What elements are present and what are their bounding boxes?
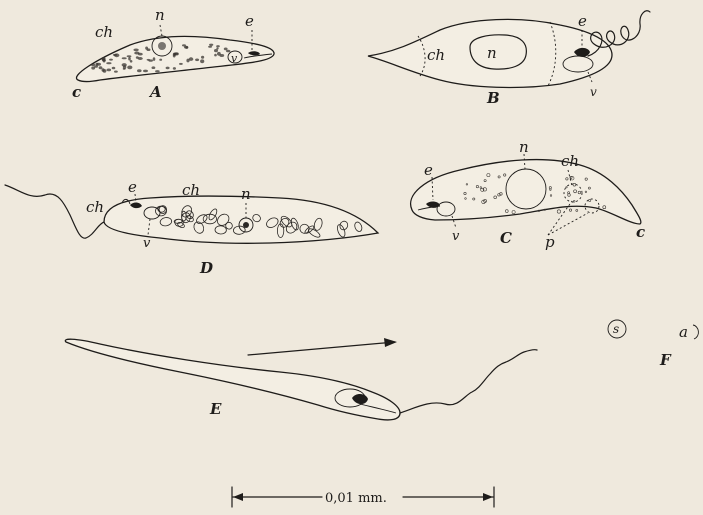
scale-bar-label: 0,01 mm. [325,491,387,506]
figure-d-label-e: e [128,178,137,196]
figure-a-label-c: c [72,83,81,101]
figure-c-cell [411,160,641,224]
figure-c-label-c: c [636,223,645,241]
figure-e-flagellum [400,350,537,413]
figure-a-label-n: n [155,6,165,24]
figure-e-direction-arrow [248,342,395,355]
figure-f-caption: F [659,351,672,369]
figure-b-caption: B [486,89,500,107]
figure-b-label-ch: ch [427,46,445,64]
figure-a-label-ch: ch [95,23,113,41]
figure-a-label-e: e [245,12,254,30]
figure-a-cell [77,36,275,82]
figure-c-label-e: e [424,161,433,179]
figure-b-label-n: n [487,44,497,62]
figure-a-label-v: v [231,52,238,65]
figure-a-caption: A [148,83,162,101]
figure-c-label-p: p [545,233,555,251]
figure-b-cell [368,11,650,88]
figure-d-caption: D [199,259,213,277]
figure-d-label-ch-1: ch [86,198,104,216]
figure-c-label-ch: ch [561,152,579,170]
figure-d-label-ch-2: ch [182,181,200,199]
figure-d-label-n: n [241,185,251,203]
figure-b-label-e: e [578,12,587,30]
figure-c-caption: C [500,229,512,247]
figure-b-label-v: v [590,85,597,99]
figure-c-label-n: n [519,138,529,156]
figure-f-label-s: s [613,322,619,336]
figure-e-caption: E [209,400,222,418]
figure-d-label-v: v [143,236,151,251]
figure-c-label-v: v [452,229,460,244]
figure-f-label-a: a [679,323,688,341]
figure-e-cell [65,338,537,420]
